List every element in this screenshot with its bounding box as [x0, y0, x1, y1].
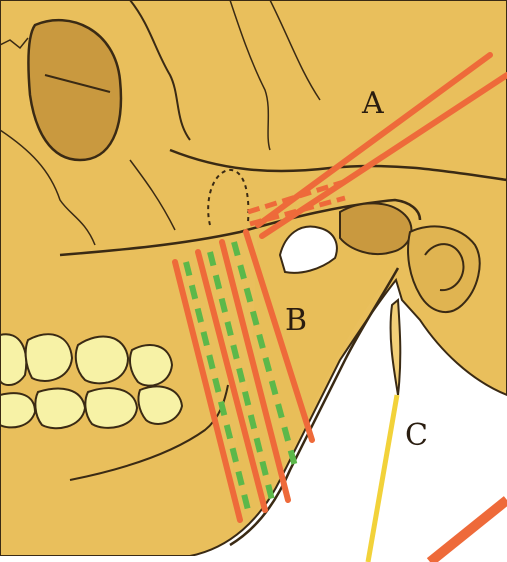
- label-a: A: [361, 86, 384, 121]
- label-c: C: [405, 418, 428, 453]
- mandibular-condyle: [340, 203, 411, 254]
- label-b: B: [285, 303, 307, 338]
